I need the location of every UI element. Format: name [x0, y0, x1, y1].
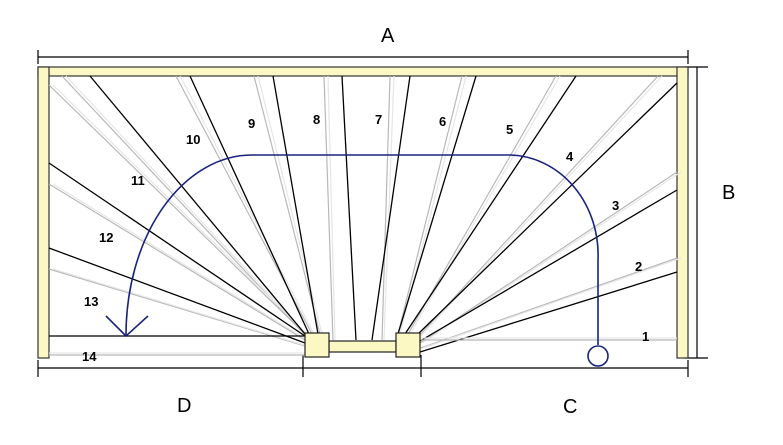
riser-line	[253, 75, 321, 335]
step-label-12: 12	[99, 230, 113, 245]
landing	[49, 335, 677, 356]
riser-line	[420, 257, 678, 349]
right-newel-post	[395, 332, 421, 358]
stringer-frame	[37, 66, 689, 359]
center-beam	[328, 340, 397, 353]
riser-line	[52, 183, 308, 341]
left-newel-post	[304, 332, 330, 358]
riser-line	[48, 268, 306, 347]
tread-line	[189, 75, 310, 335]
riser-line	[397, 75, 463, 335]
step-label-14: 14	[82, 349, 97, 364]
tread-line	[417, 82, 678, 335]
riser-lines	[48, 75, 682, 349]
dimension-label-c: C	[563, 396, 577, 418]
arrow-down-icon	[105, 315, 149, 338]
step-label-8: 8	[313, 112, 320, 127]
step-label-3: 3	[612, 198, 619, 213]
tread-line	[419, 271, 678, 353]
riser-line	[48, 183, 306, 341]
step-label-7: 7	[375, 112, 382, 127]
dimension-labels: A B C D	[177, 25, 735, 418]
top-stringer	[37, 66, 689, 77]
step-label-2: 2	[635, 259, 642, 274]
riser-line	[422, 257, 682, 349]
riser-line	[257, 75, 323, 335]
step-label-5: 5	[506, 122, 513, 137]
walking-line-path	[125, 154, 599, 345]
step-labels: 1 2 3 4 5 6 7 8 9 10 11 12 13 14	[82, 112, 649, 364]
riser-line	[327, 75, 336, 341]
tread-line	[397, 75, 477, 335]
dimension-lines	[37, 50, 708, 377]
start-circle-icon	[587, 345, 609, 367]
tread-line	[272, 75, 319, 335]
riser-line	[407, 75, 557, 335]
riser-line	[52, 84, 308, 335]
tread-line	[48, 247, 306, 344]
left-stringer	[37, 66, 50, 359]
riser-line	[52, 268, 308, 347]
step-label-10: 10	[186, 132, 200, 147]
riser-line	[179, 75, 315, 335]
dimension-label-b: B	[722, 182, 735, 204]
tread-line	[419, 189, 678, 342]
riser-line	[417, 75, 659, 338]
tread-lines	[48, 75, 678, 353]
tread-line	[341, 75, 357, 341]
step-label-1: 1	[642, 329, 649, 344]
step-label-6: 6	[439, 114, 446, 129]
step-label-13: 13	[84, 294, 98, 309]
newel-posts	[304, 332, 421, 358]
step-label-11: 11	[131, 173, 145, 188]
riser-line	[323, 75, 334, 341]
right-stringer	[676, 66, 689, 359]
tread-line	[48, 162, 306, 337]
riser-line	[48, 84, 306, 335]
riser-line	[383, 75, 395, 341]
riser-line	[409, 75, 561, 335]
tread-line	[404, 75, 577, 335]
dimension-label-a: A	[381, 25, 395, 47]
step-label-9: 9	[248, 116, 255, 131]
riser-line	[419, 171, 678, 344]
riser-line	[65, 75, 310, 338]
step-label-4: 4	[566, 149, 574, 164]
tread-line	[371, 75, 411, 341]
dimension-label-d: D	[177, 395, 191, 417]
walking-line	[105, 154, 609, 367]
riser-line	[381, 75, 391, 341]
tread-line	[89, 75, 306, 335]
